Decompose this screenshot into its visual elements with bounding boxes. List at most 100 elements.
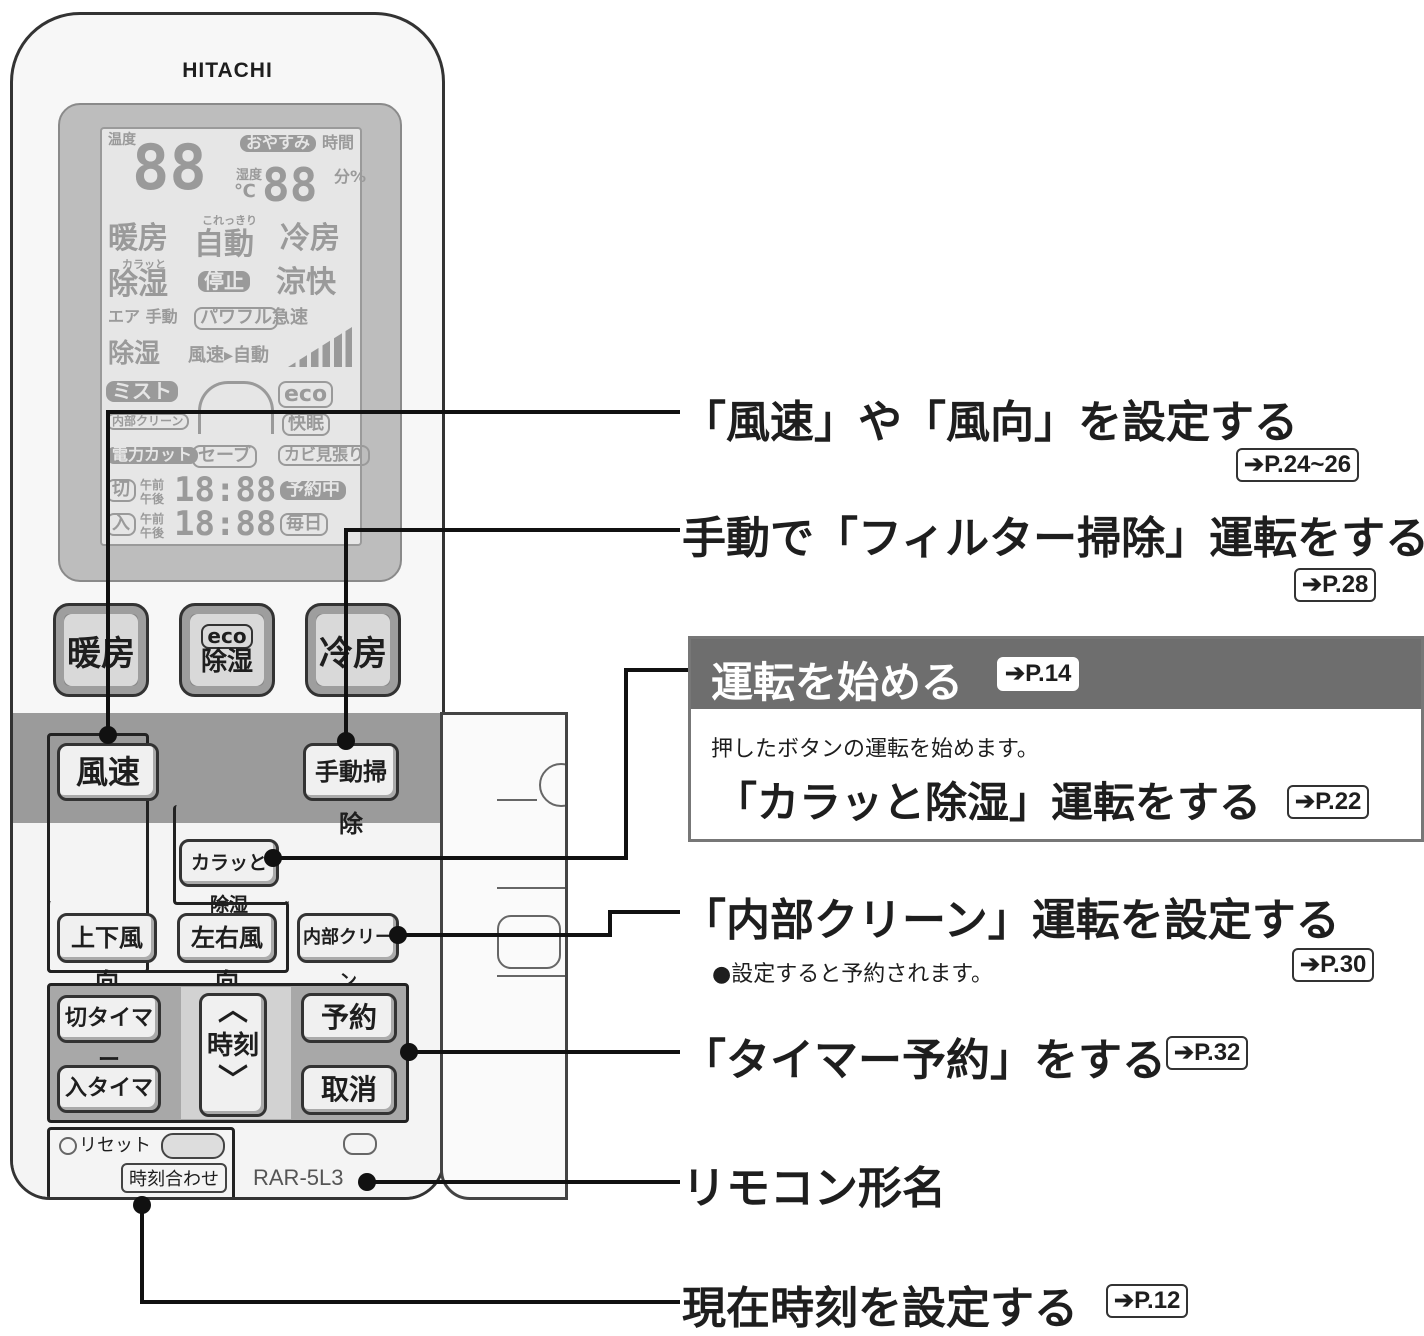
karatto-dehum-button[interactable]: カラッと除湿 [179, 839, 279, 916]
lcd-dehum: 除湿 [108, 267, 168, 302]
arrow-right-icon: ➔ [1295, 788, 1316, 815]
ref-timer[interactable]: ➔P.32 [1166, 1036, 1249, 1070]
line-c4-h [396, 933, 612, 937]
callout-inner-clean: 「内部クリーン」運転を設定する [682, 895, 1340, 946]
dot-c6 [358, 1173, 376, 1191]
arrow-right-icon: ➔ [1244, 451, 1265, 478]
lcd-time2: 18:88 [174, 504, 277, 544]
lcd-fan-auto: 風速▸自動 [188, 345, 270, 366]
reserve-button[interactable]: 予約 [301, 993, 397, 1043]
inner-clean-note: ●設定すると予約されます。 [712, 962, 993, 987]
ref-start[interactable]: ➔P.14 [997, 657, 1080, 691]
lcd-air-manual: エア 手動 [108, 307, 178, 326]
wind-group-frame [47, 901, 289, 973]
remote-control: HITACHI 温度 88 おやすみ 時間 湿度 ℃ 88 分% 暖房 これっき… [10, 12, 445, 1200]
heat-button[interactable]: 暖房 [53, 603, 149, 697]
time-label: 時刻 [206, 1031, 259, 1061]
door-line [497, 975, 565, 977]
manual-clean-button[interactable]: 手動掃除 [303, 743, 399, 838]
dot-c7 [133, 1196, 151, 1214]
ref-manual-clean-label: P.28 [1322, 571, 1369, 598]
line-c4-v [608, 910, 612, 937]
ref-timer-label: P.32 [1194, 1039, 1241, 1066]
lcd-cool: 冷房 [280, 221, 340, 256]
ref-fan-wind[interactable]: ➔P.24~26 [1236, 448, 1360, 482]
line-c3-h2 [624, 668, 690, 672]
clock-set-button[interactable]: 時刻合わせ [121, 1163, 227, 1193]
box-title: 運転を始める [711, 658, 964, 707]
eco-label: eco [201, 623, 253, 649]
lcd-am2: 午前 [140, 512, 165, 526]
updown-wind-button[interactable]: 上下風向 [57, 913, 157, 996]
ref-inner-clean-label: P.30 [1320, 951, 1367, 978]
dot-c4 [389, 926, 407, 944]
dot-c2 [337, 732, 355, 750]
dehum-label: 除湿 [200, 646, 253, 677]
ref-clock[interactable]: ➔P.12 [1106, 1284, 1189, 1318]
karatto-link-frame [173, 805, 289, 905]
lcd-heat: 暖房 [108, 221, 168, 256]
on-timer-button[interactable]: 入タイマー [57, 1065, 161, 1143]
fan-speed-button[interactable]: 風速 [57, 743, 159, 801]
fan-level-bars [288, 327, 352, 367]
reset-button[interactable] [161, 1133, 225, 1159]
leftright-wind-button[interactable]: 左右風向 [177, 913, 277, 996]
line-c7-v [140, 1204, 144, 1304]
line-c2-v [344, 530, 348, 740]
arrow-right-icon: ➔ [1174, 1039, 1195, 1066]
cancel-button[interactable]: 取消 [301, 1065, 397, 1115]
louver-icon [198, 381, 274, 434]
lcd-temp-label: 温度 [108, 132, 136, 148]
lcd-ryokai: 涼快 [276, 265, 336, 300]
lcd-stop: 停止 [198, 271, 250, 292]
ref-karatto[interactable]: ➔P.22 [1287, 785, 1370, 819]
lcd-auto: 自動 [194, 227, 254, 262]
chevron-up-icon[interactable]: ︿ [218, 993, 248, 1028]
door-line [497, 799, 537, 801]
lcd-small-digits: 88 [262, 158, 318, 212]
reset-hole-icon[interactable] [59, 1137, 77, 1155]
battery-door [440, 712, 568, 1200]
lcd-mainichi: 毎日 [280, 513, 328, 536]
off-timer-button[interactable]: 切タイマー [57, 995, 161, 1073]
lcd-pm2: 午後 [140, 526, 165, 540]
lcd-yoyaku: 予約中 [280, 480, 346, 500]
start-operation-box: 運転を始める ➔P.14 押したボタンの運転を始めます。 「カラッと除湿」運転を… [688, 636, 1424, 842]
door-circle [539, 763, 565, 807]
ref-karatto-label: P.22 [1315, 788, 1362, 815]
ir-window-icon [343, 1133, 377, 1155]
lcd-korekkiri: これっきり [202, 214, 257, 227]
callout-timer: 「タイマー予約」をする [682, 1035, 1166, 1086]
lcd-pm1: 午後 [140, 492, 165, 506]
lcd-mist: ミスト [106, 381, 178, 402]
box-desc: 押したボタンの運転を始めます。 [711, 737, 1039, 762]
lcd-kabi: カビ見張り [278, 445, 371, 466]
lcd-display: 温度 88 おやすみ 時間 湿度 ℃ 88 分% 暖房 これっきり 自動 冷房 … [100, 127, 371, 546]
time-updown-button[interactable]: ︿ 時刻 ﹀ [199, 993, 267, 1117]
arrow-right-icon: ➔ [1114, 1287, 1135, 1314]
ref-inner-clean[interactable]: ➔P.30 [1292, 948, 1375, 982]
brand-logo: HITACHI [182, 59, 273, 82]
ref-manual-clean[interactable]: ➔P.28 [1294, 568, 1377, 602]
lcd-eco: eco [278, 381, 334, 409]
lcd-big-digits: 88 [132, 131, 207, 204]
ref-clock-label: P.12 [1134, 1287, 1181, 1314]
lcd-safe: セーブ [192, 445, 257, 468]
arrow-right-icon: ➔ [1005, 660, 1026, 687]
arrow-right-icon: ➔ [1300, 951, 1321, 978]
reset-label: リセット [79, 1135, 151, 1156]
line-c1-v [106, 412, 110, 738]
dot-c5 [400, 1043, 418, 1061]
lcd-karatto: カラッと [122, 258, 166, 271]
chevron-down-icon[interactable]: ﹀ [218, 1063, 248, 1098]
line-c5-h [408, 1050, 680, 1054]
lcd-dehum2: 除湿 [108, 339, 161, 369]
line-c3-h [272, 856, 628, 860]
cool-button[interactable]: 冷房 [305, 603, 401, 697]
line-c6-h [366, 1180, 680, 1184]
inner-clean-button[interactable]: 内部クリーン [297, 913, 399, 992]
lcd-humidity-label: 湿度 [236, 168, 263, 183]
lcd-oyasumi: おやすみ [240, 134, 317, 152]
ref-fan-wind-label: P.24~26 [1264, 451, 1352, 478]
